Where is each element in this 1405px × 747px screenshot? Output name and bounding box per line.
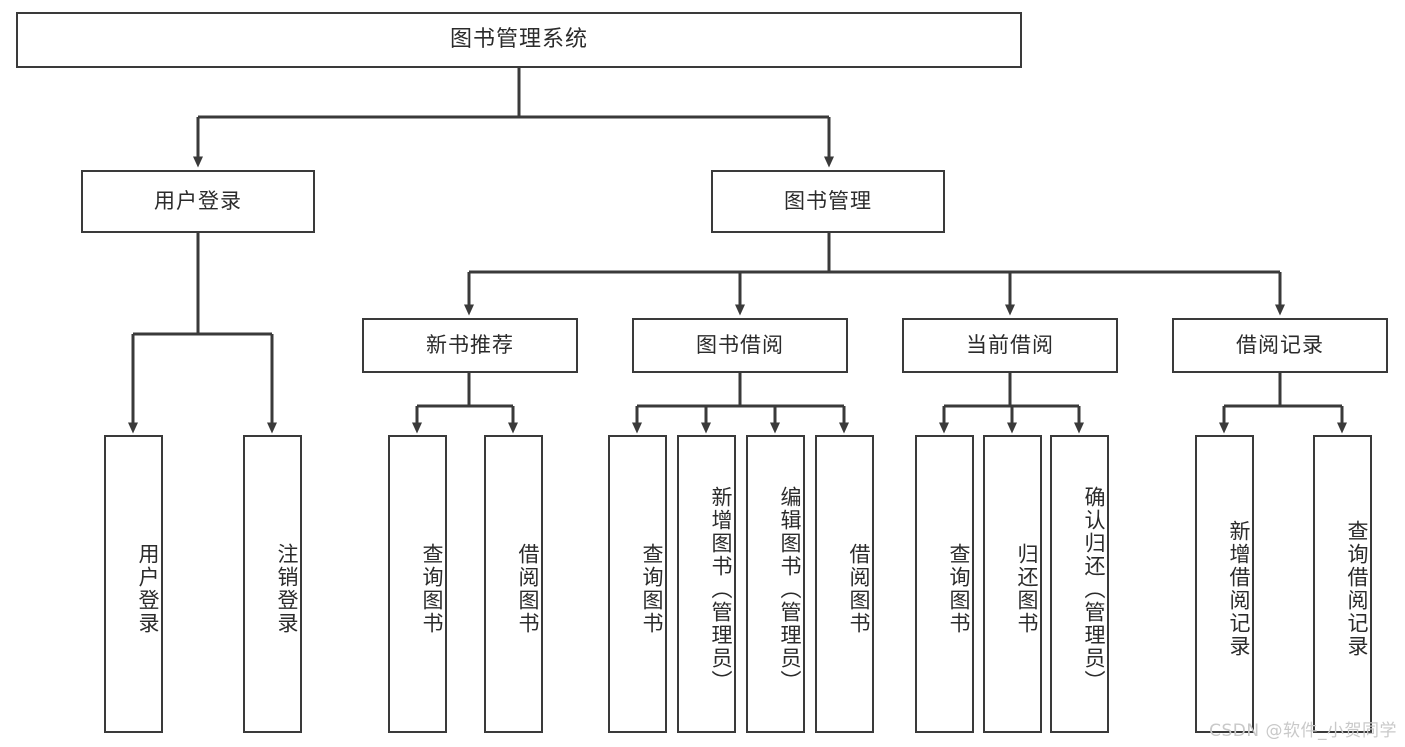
node-leaf-logout[interactable]: 注销登录 xyxy=(243,435,302,733)
node-label: 编辑图书（管理员） xyxy=(778,485,802,693)
node-label: 新增图书（管理员） xyxy=(709,485,733,693)
node-leaf-borrow-books-recommend[interactable]: 借阅图书 xyxy=(484,435,543,733)
node-leaf-edit-book-admin[interactable]: 编辑图书（管理员） xyxy=(746,435,805,733)
node-label: 图书借阅 xyxy=(696,332,784,357)
node-label: 归还图书 xyxy=(1015,543,1039,635)
node-book-management[interactable]: 图书管理 xyxy=(711,170,945,233)
node-label: 借阅记录 xyxy=(1236,332,1324,357)
node-book-borrowing[interactable]: 图书借阅 xyxy=(632,318,848,373)
node-leaf-query-books-borrowing[interactable]: 查询图书 xyxy=(608,435,667,733)
node-label: 当前借阅 xyxy=(966,332,1054,357)
node-label: 查询图书 xyxy=(947,543,971,635)
node-label: 用户登录 xyxy=(154,188,242,213)
node-label: 图书管理系统 xyxy=(449,26,588,52)
node-new-book-recommendation[interactable]: 新书推荐 xyxy=(362,318,578,373)
node-label: 查询图书 xyxy=(420,543,444,635)
node-leaf-add-borrow-record[interactable]: 新增借阅记录 xyxy=(1195,435,1254,733)
node-label: 注销登录 xyxy=(275,543,299,635)
node-current-borrowing[interactable]: 当前借阅 xyxy=(902,318,1118,373)
node-user-login[interactable]: 用户登录 xyxy=(81,170,315,233)
node-leaf-user-login[interactable]: 用户登录 xyxy=(104,435,163,733)
node-label: 借阅图书 xyxy=(516,543,540,635)
node-label: 图书管理 xyxy=(784,188,872,213)
node-leaf-query-books-recommend[interactable]: 查询图书 xyxy=(388,435,447,733)
node-label: 借阅图书 xyxy=(847,543,871,635)
node-borrow-records[interactable]: 借阅记录 xyxy=(1172,318,1388,373)
node-root-book-management-system[interactable]: 图书管理系统 xyxy=(16,12,1022,68)
node-label: 用户登录 xyxy=(136,543,160,635)
node-leaf-return-books[interactable]: 归还图书 xyxy=(983,435,1042,733)
node-leaf-confirm-return-admin[interactable]: 确认归还（管理员） xyxy=(1050,435,1109,733)
node-label: 查询图书 xyxy=(640,543,664,635)
node-label: 新书推荐 xyxy=(426,332,514,357)
node-leaf-borrow-books[interactable]: 借阅图书 xyxy=(815,435,874,733)
node-leaf-add-book-admin[interactable]: 新增图书（管理员） xyxy=(677,435,736,733)
node-label: 确认归还（管理员） xyxy=(1082,485,1106,693)
node-leaf-query-books-current[interactable]: 查询图书 xyxy=(915,435,974,733)
csdn-watermark: CSDN @软件_小贺同学 xyxy=(1209,721,1397,741)
node-label: 新增借阅记录 xyxy=(1227,520,1251,658)
node-label: 查询借阅记录 xyxy=(1345,520,1369,658)
node-leaf-query-borrow-record[interactable]: 查询借阅记录 xyxy=(1313,435,1372,733)
